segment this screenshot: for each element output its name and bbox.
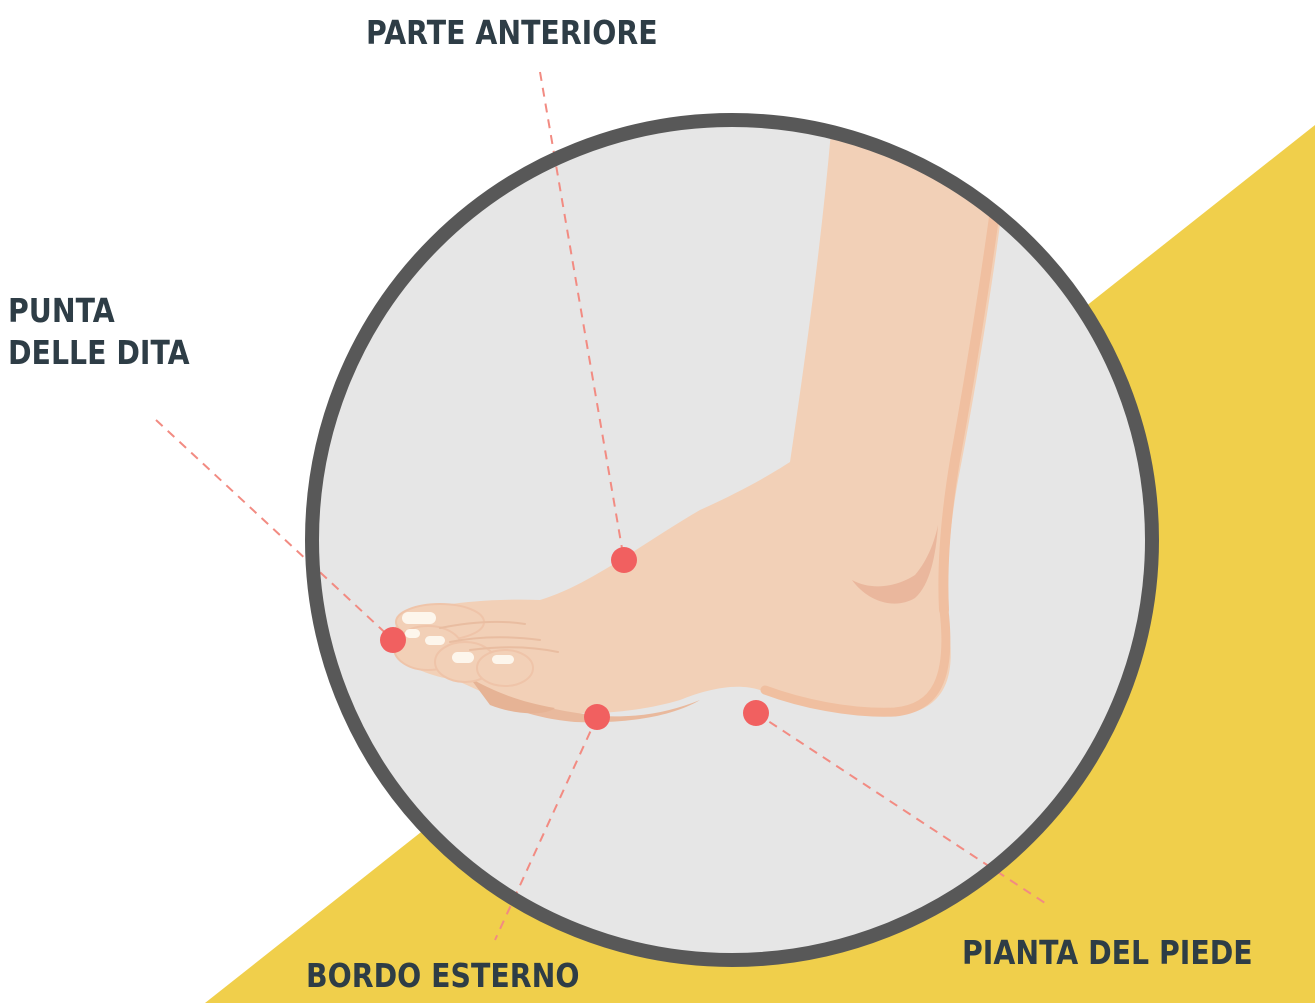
sole-shadow	[480, 688, 700, 723]
label-outer-edge: BORDO ESTERNO	[306, 956, 580, 995]
label-toe-tips: PUNTA DELLE DITA	[8, 290, 190, 374]
dot-marker-icon	[611, 547, 637, 573]
toe-underside	[470, 678, 555, 714]
foot-body	[393, 120, 1012, 717]
ankle-shading	[852, 525, 938, 604]
foot-icon	[393, 120, 1012, 723]
circle-ring	[305, 113, 1159, 967]
dot-marker-icon	[380, 627, 406, 653]
dot-marker-icon	[584, 704, 610, 730]
dot-marker-icon	[743, 700, 769, 726]
label-toe-tips-line1: PUNTA	[8, 291, 115, 330]
label-front: PARTE ANTERIORE	[366, 13, 658, 52]
toe-creases	[439, 620, 559, 653]
line-sole	[755, 712, 1049, 906]
label-sole: PIANTA DEL PIEDE	[962, 933, 1253, 972]
markers	[380, 547, 769, 730]
line-toe-tips	[155, 419, 394, 641]
toenails	[402, 612, 514, 664]
heel-rim	[760, 605, 951, 717]
line-outer-edge	[494, 716, 598, 941]
label-toe-tips-line2: DELLE DITA	[8, 333, 190, 372]
